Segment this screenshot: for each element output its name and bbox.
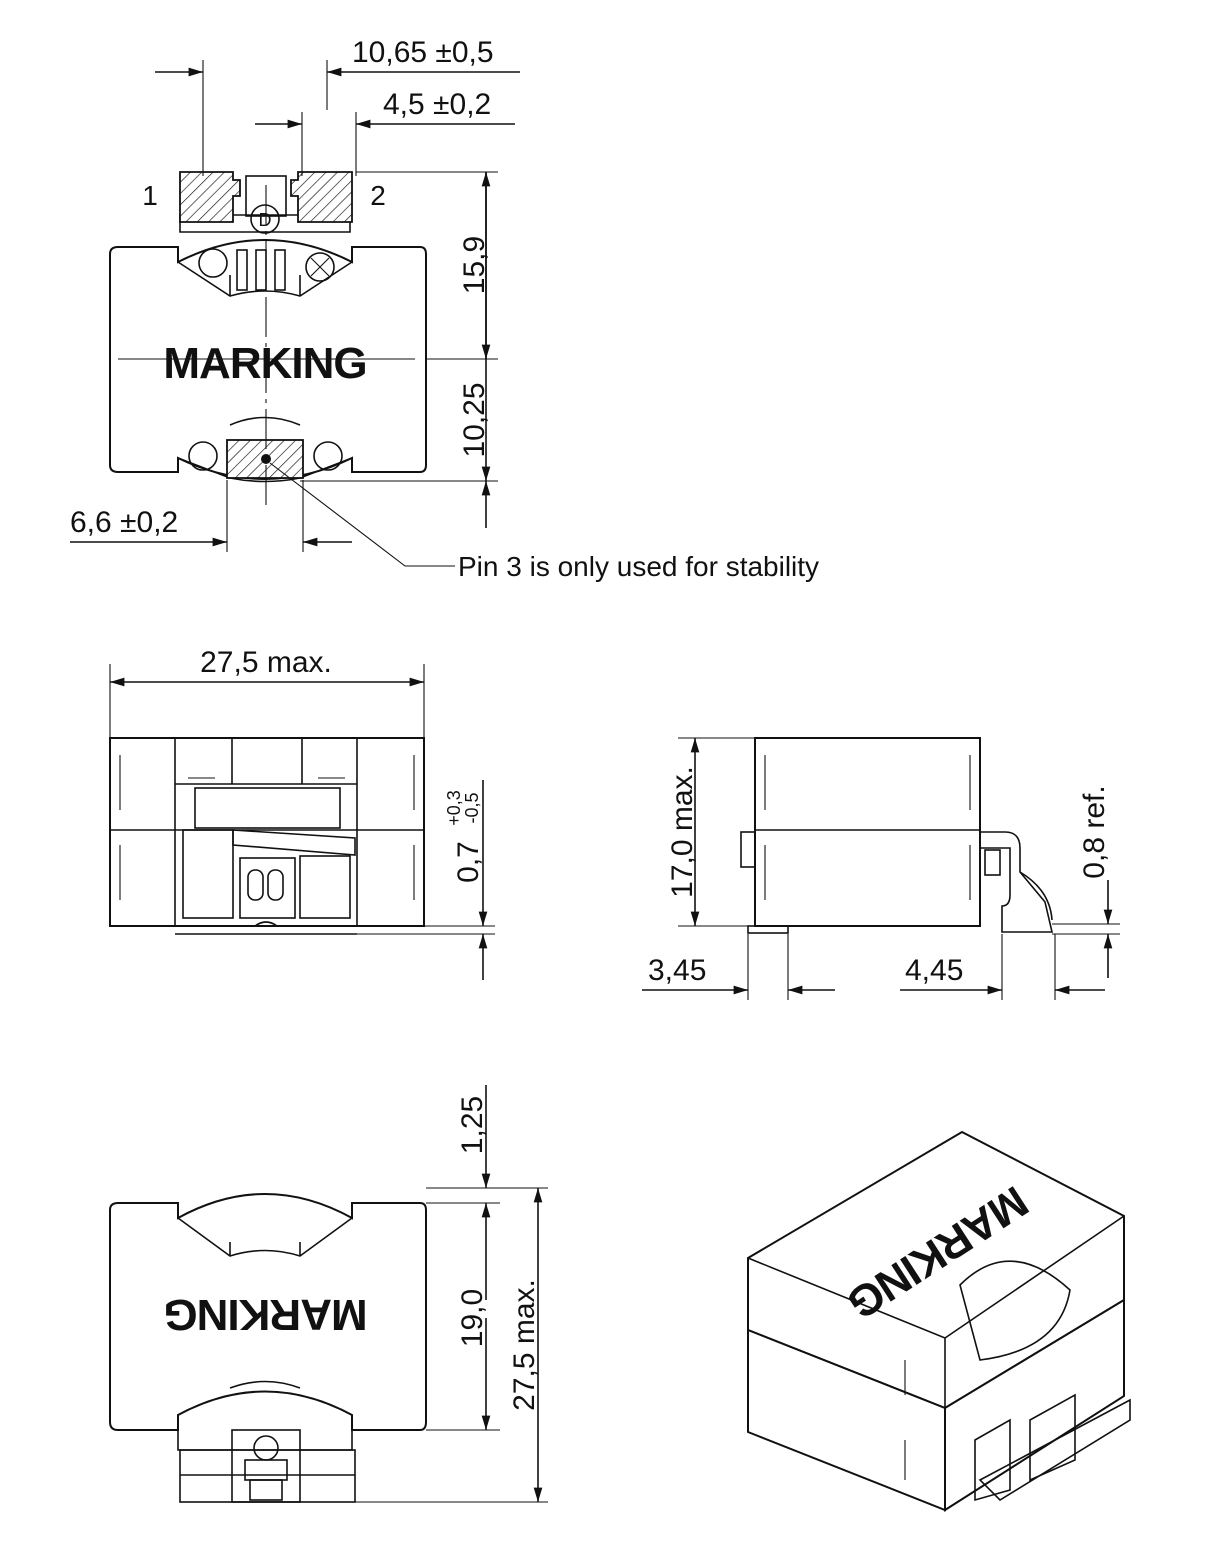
- dim-0-7-tol-plus: +0,3: [444, 790, 464, 826]
- marking-text-top: MARKING: [163, 339, 366, 388]
- side-view-body: [754, 737, 981, 927]
- dim-4-45: 4,45: [905, 954, 963, 987]
- pin-d-label: D: [259, 210, 272, 230]
- dim-10-65: 10,65 ±0,5: [352, 36, 494, 69]
- dim-0-7: 0,7: [452, 841, 485, 883]
- pin-2-pad: [290, 171, 353, 223]
- dim-19-0: 19,0: [456, 1289, 489, 1347]
- dim-10-25: 10,25: [458, 382, 491, 457]
- dim-0-7-tol-minus: -0,5: [462, 792, 482, 823]
- pin-3-note: Pin 3 is only used for stability: [458, 551, 819, 582]
- dim-1-25: 1,25: [456, 1096, 489, 1154]
- top-view: D MARKING 1 2 10,65 ±0,5 4,5 ±0,2 1: [70, 36, 819, 582]
- isometric-view: MARKING: [747, 1130, 1131, 1512]
- pin-1-pad: [179, 171, 241, 223]
- pin-2-label: 2: [370, 180, 386, 211]
- dim-3-45: 3,45: [648, 954, 706, 987]
- dim-17-0: 17,0 max.: [666, 766, 699, 898]
- side-view: 17,0 max. 0,8 ref. 3,45 4,45: [642, 737, 1120, 1000]
- bottom-view-body: [109, 1193, 427, 1431]
- dim-27-5-bottom: 27,5 max.: [508, 1279, 541, 1411]
- bottom-view: MARKING 1,25 19,0 27,5 max.: [109, 1085, 548, 1503]
- dim-27-5-front: 27,5 max.: [200, 646, 332, 679]
- pin-1-label: 1: [142, 180, 158, 211]
- marking-text-bottom: MARKING: [164, 1290, 367, 1339]
- front-view: 27,5 max. 0,7 +0,3 -0,5: [109, 646, 495, 980]
- dim-15-9: 15,9: [458, 236, 491, 294]
- dim-0-8-ref: 0,8 ref.: [1078, 785, 1111, 878]
- dim-4-5: 4,5 ±0,2: [383, 88, 491, 121]
- dim-6-6: 6,6 ±0,2: [70, 506, 178, 539]
